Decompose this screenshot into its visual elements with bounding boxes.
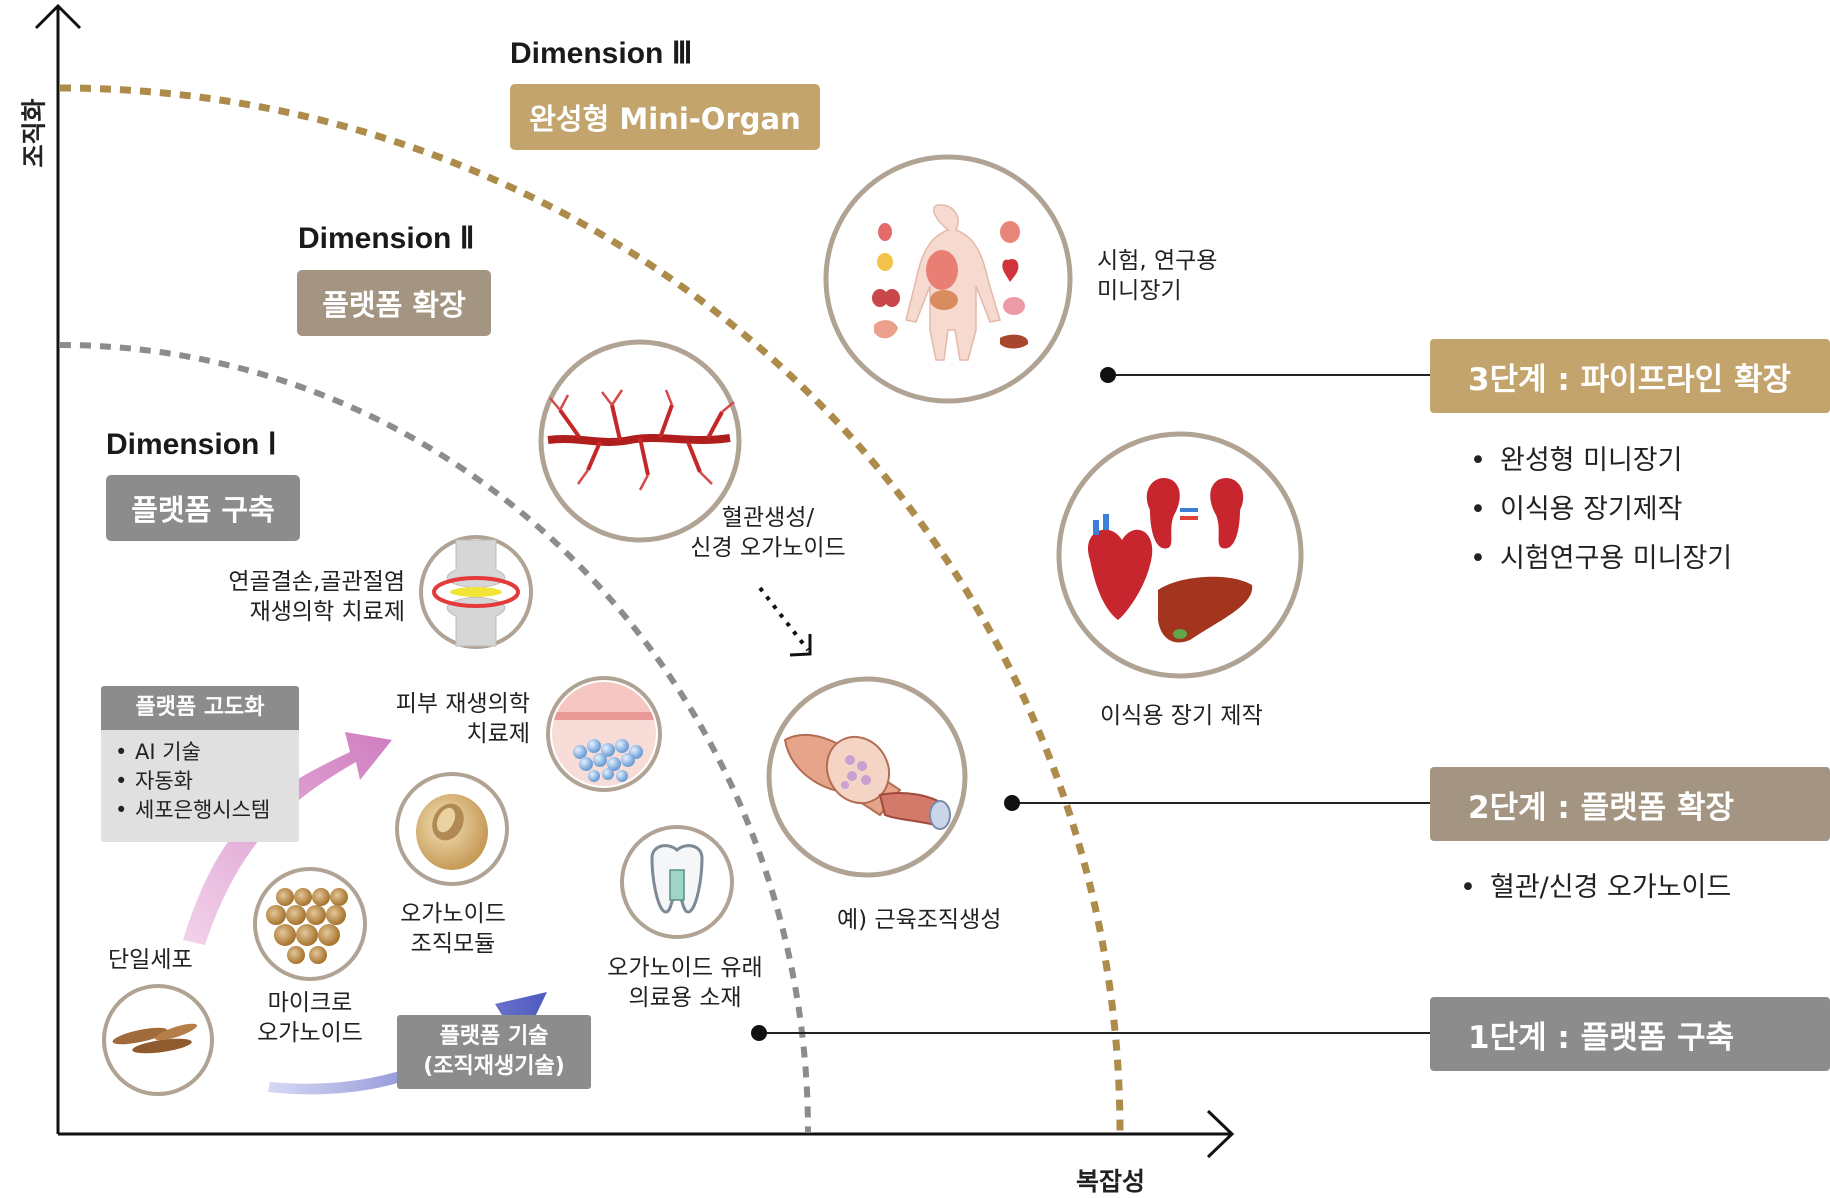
stage-3-tag: 3단계 : 파이프라인 확장 xyxy=(1430,339,1830,413)
small-organ-icons xyxy=(872,221,1029,349)
body-organs-illustration xyxy=(823,154,1073,404)
stage-2-bullets: 혈관/신경 오가노이드 xyxy=(1460,863,1731,912)
dimension-1-boundary xyxy=(59,342,811,1133)
single-cell-illustration xyxy=(102,984,214,1096)
dimension-3-boundary xyxy=(59,84,1124,1133)
advancement-box: 플랫폼 고도화 AI 기술 자동화 세포은행시스템 xyxy=(101,686,299,842)
stage-3-bullet: 시험연구용 미니장기 xyxy=(1470,534,1732,583)
dimension-2-label: Dimension Ⅱ xyxy=(298,222,475,255)
technology-box: 플랫폼 기술 (조직재생기술) xyxy=(397,1015,591,1089)
dimension-1-tag: 플랫폼 구축 xyxy=(106,475,300,541)
muscle-illustration xyxy=(766,676,968,878)
dimension-2-tag: 플랫폼 확장 xyxy=(297,270,491,336)
axes xyxy=(34,3,1235,1159)
cartilage-label: 연골결손,골관절염 재생의학 치료제 xyxy=(228,569,405,625)
y-axis-label: 조직화 xyxy=(19,98,49,168)
dimension-3-label: Dimension Ⅲ xyxy=(510,37,693,70)
advancement-item: AI 기술 xyxy=(115,738,299,767)
vessel-label: 혈관생성/ 신경 오가노이드 xyxy=(690,505,846,561)
stage-2-tag: 2단계 : 플랫폼 확장 xyxy=(1430,767,1830,841)
growth-arrow-pink xyxy=(183,732,392,945)
tooth-illustration xyxy=(620,825,734,939)
dotted-arrow xyxy=(758,586,812,657)
organoid-module-illustration xyxy=(395,772,509,886)
cartilage-illustration xyxy=(419,535,533,649)
advancement-item: 세포은행시스템 xyxy=(115,796,299,825)
stage-connectors xyxy=(751,367,1430,1041)
body-label: 시험, 연구용 미니장기 xyxy=(1097,248,1218,304)
transplant-label: 이식용 장기 제작 xyxy=(1100,703,1263,729)
skin-illustration xyxy=(546,676,662,792)
stage-3-bullets: 완성형 미니장기 이식용 장기제작 시험연구용 미니장기 xyxy=(1470,436,1732,583)
skin-label: 피부 재생의학 치료제 xyxy=(395,691,530,747)
organoid-module-label: 오가노이드 조직모듈 xyxy=(400,901,506,957)
dimension-1-label: Dimension Ⅰ xyxy=(106,428,277,461)
micro-organoid-label: 마이크로 오가노이드 xyxy=(257,990,363,1046)
x-axis-label: 복잡성 xyxy=(1076,1167,1146,1196)
single-cell-label: 단일세포 xyxy=(108,947,193,973)
stage-1-tag: 1단계 : 플랫폼 구축 xyxy=(1430,997,1830,1071)
muscle-label: 예) 근육조직생성 xyxy=(837,907,1002,933)
micro-organoid-illustration xyxy=(253,867,367,981)
advancement-item: 자동화 xyxy=(115,767,299,796)
stage-3-bullet: 완성형 미니장기 xyxy=(1470,436,1732,485)
advancement-list: AI 기술 자동화 세포은행시스템 xyxy=(115,738,299,825)
vessel-illustration xyxy=(538,339,742,543)
transplant-organs-illustration xyxy=(1056,431,1304,679)
stage-3-bullet: 이식용 장기제작 xyxy=(1470,485,1732,534)
advancement-title: 플랫폼 고도화 xyxy=(101,686,299,730)
dimension-3-tag: 완성형 Mini-Organ xyxy=(510,84,820,150)
tooth-label: 오가노이드 유래 의료용 소재 xyxy=(607,955,763,1011)
stage-2-bullet: 혈관/신경 오가노이드 xyxy=(1460,863,1731,912)
